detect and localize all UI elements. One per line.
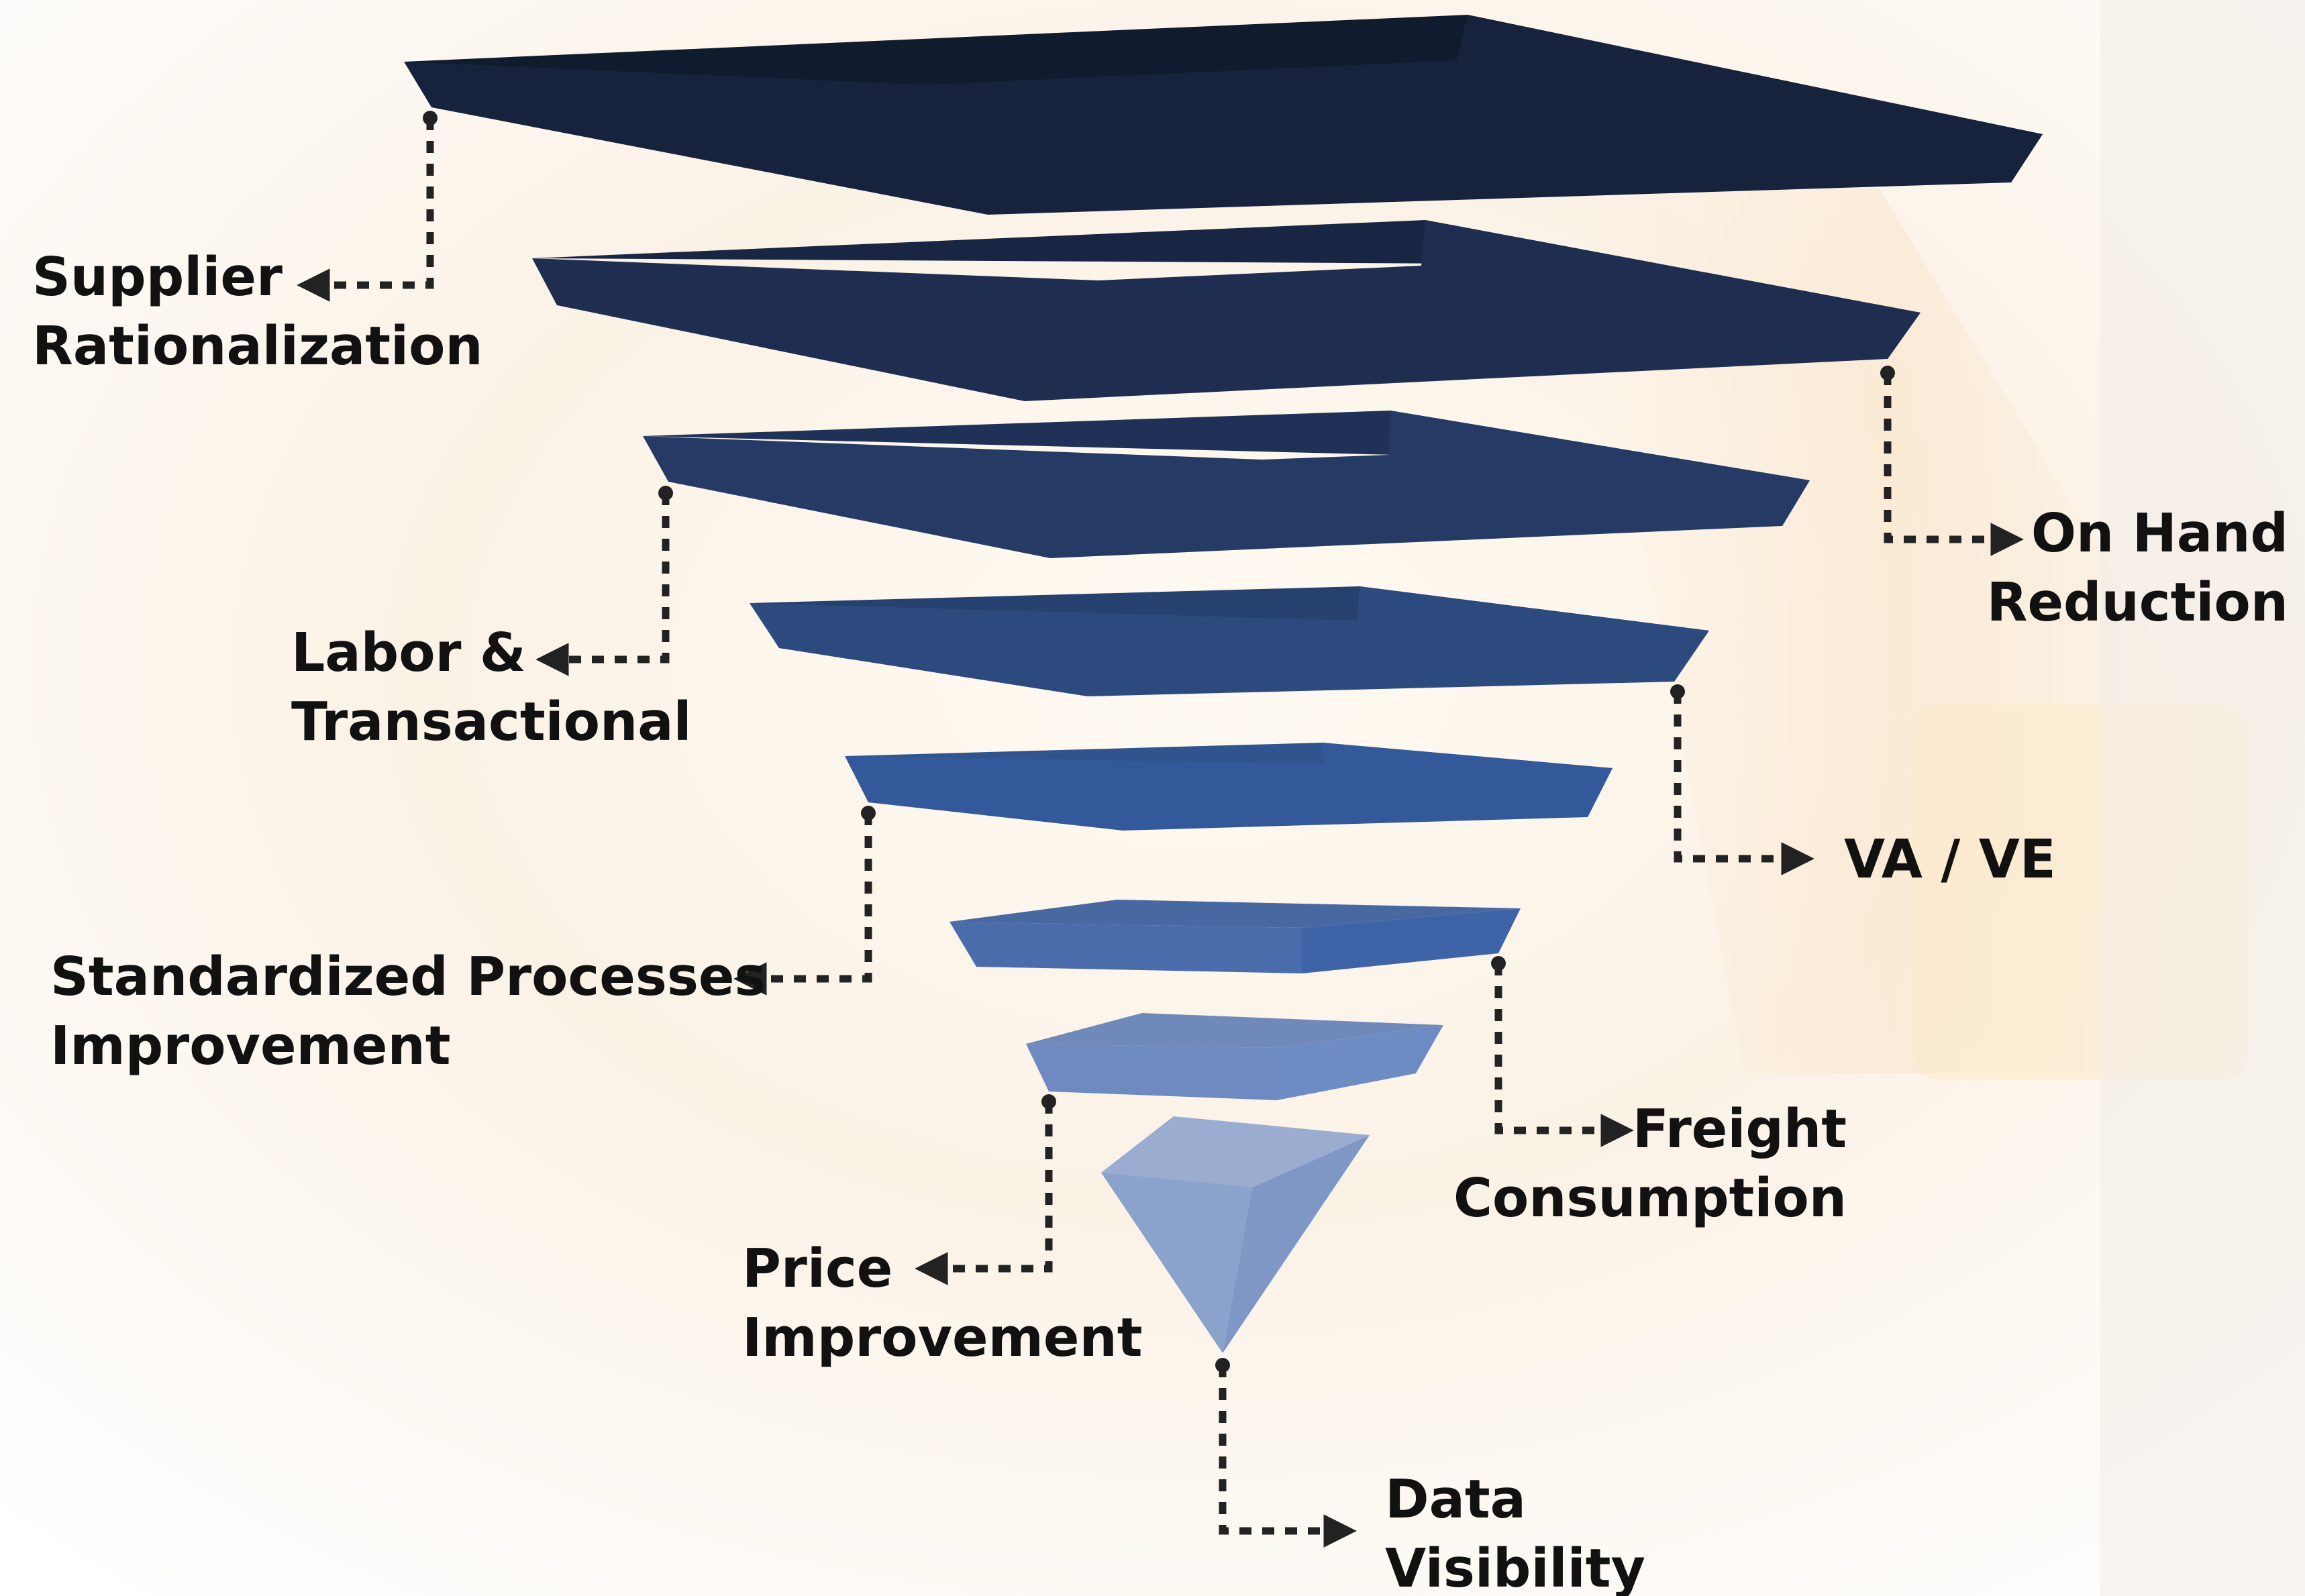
- layer-label-3-line-2: Transactional: [291, 691, 692, 753]
- background-right-panel: [2100, 0, 2305, 1596]
- layer-label-1-line-1: Supplier: [32, 246, 283, 308]
- funnel-layer-6: [950, 900, 1521, 973]
- connector-1: [297, 111, 438, 302]
- funnel-layer-4: [750, 586, 1709, 696]
- layer-label-3-line-1: Labor &: [291, 622, 526, 684]
- connector-2-dashed-line: [1884, 373, 2024, 556]
- connector-4-dashed-line: [1674, 692, 1814, 875]
- connector-4-dot: [1670, 684, 1685, 699]
- connector-2-dot: [1880, 366, 1895, 380]
- layer-label-5-line-1: Standardized Processes: [50, 946, 766, 1008]
- connector-5-dot: [861, 806, 876, 820]
- connector-8-dashed-line: [1219, 1365, 1357, 1548]
- funnel-layer-8-top-face: [1101, 1116, 1370, 1187]
- connector-3-dashed-line: [535, 493, 670, 676]
- funnel-layer-7: [1026, 1013, 1443, 1100]
- funnel-layer-4-lip-face: [750, 603, 1709, 682]
- layer-label-7-line-2: Improvement: [742, 1307, 1142, 1369]
- funnel-layer-6-right-face: [1302, 908, 1521, 973]
- funnel-layer-2: [532, 220, 1920, 401]
- funnel-layer-8-right-face: [1223, 1135, 1370, 1353]
- layer-label-2-line-2: Reduction: [1987, 572, 2288, 633]
- funnel-layer-3-top-face: [643, 411, 1810, 480]
- funnel-layer-6-lip-face: [950, 922, 1302, 973]
- layer-label-4-line-1: VA / VE: [1844, 829, 2056, 890]
- layer-label-1-line-2: Rationalization: [32, 315, 483, 377]
- connector-1-dot: [423, 111, 438, 125]
- connectors: [297, 111, 2024, 1548]
- connector-7-dot: [1041, 1094, 1056, 1109]
- connector-3-dot: [658, 486, 673, 500]
- layer-label-7-line-1: Price: [742, 1238, 892, 1299]
- funnel-layer-3-lip-face: [643, 436, 1810, 526]
- funnel-layer-7-lip-face: [1026, 1044, 1277, 1100]
- connector-7: [915, 1094, 1056, 1285]
- funnel-layers: [404, 15, 2043, 1353]
- connector-7-dashed-line: [915, 1102, 1053, 1285]
- funnel-layer-8: [1101, 1116, 1370, 1353]
- connector-5: [733, 806, 876, 996]
- funnel-layer-7-top-face: [1026, 1013, 1443, 1048]
- layer-label-6-line-2: Consumption: [1453, 1167, 1847, 1229]
- layer-label-5-line-2: Improvement: [50, 1015, 450, 1077]
- funnel-layer-2-lip-face: [532, 258, 1920, 359]
- connector-1-dashed-line: [297, 118, 434, 302]
- funnel-layer-5: [845, 743, 1612, 831]
- connector-6-dot: [1491, 956, 1506, 971]
- funnel-layer-6-top-face: [950, 900, 1521, 928]
- connector-6: [1491, 956, 1634, 1147]
- layer-label-2-line-1: On Hand: [2031, 502, 2288, 564]
- funnel-layer-1-lip-face: [404, 62, 2043, 182]
- funnel-layer-3: [643, 411, 1810, 558]
- funnel-layer-1: [404, 15, 2043, 215]
- layer-label-4: VA / VE: [1844, 829, 2056, 890]
- layer-label-8-line-2: Visibility: [1385, 1538, 1645, 1596]
- connector-8: [1215, 1358, 1357, 1548]
- funnel-layer-7-right-face: [1277, 1025, 1443, 1100]
- connector-2: [1880, 366, 2024, 556]
- connector-6-dashed-line: [1494, 963, 1634, 1147]
- layer-label-3: Labor & Transactional: [291, 622, 692, 753]
- connector-8-dot: [1215, 1358, 1230, 1373]
- connector-3: [535, 486, 673, 676]
- connector-4: [1670, 684, 1814, 875]
- funnel-layer-5-lip-face: [845, 756, 1612, 817]
- layer-label-6-line-1: Freight: [1633, 1098, 1847, 1160]
- connector-5-dashed-line: [733, 813, 872, 996]
- layer-label-8-line-1: Data: [1385, 1469, 1526, 1530]
